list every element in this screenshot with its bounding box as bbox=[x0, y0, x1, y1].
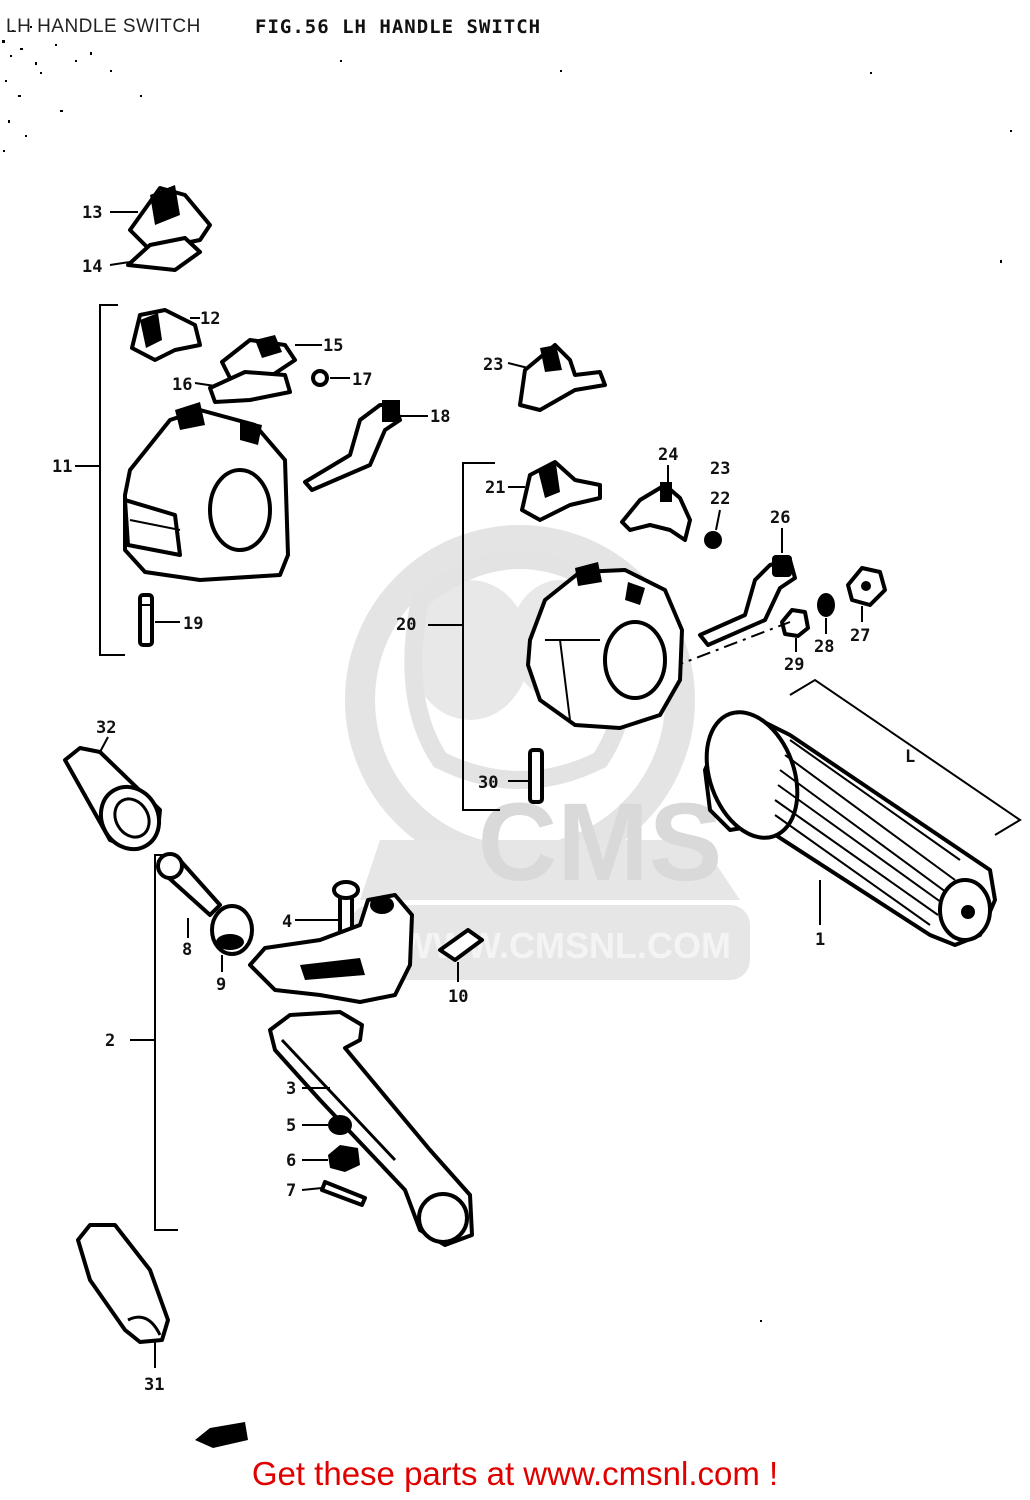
part-5-nut bbox=[328, 1115, 352, 1135]
callout-labels: 13 14 12 15 16 17 18 11 19 23 21 24 23 2… bbox=[52, 203, 870, 1395]
part-1-handlebar-grip bbox=[703, 710, 997, 947]
callout-9: 9 bbox=[216, 975, 226, 995]
callout-30: 30 bbox=[478, 773, 498, 793]
part-26-wire-lever bbox=[698, 555, 797, 647]
callout-10: 10 bbox=[448, 987, 468, 1007]
part-32-dust-boot bbox=[63, 746, 162, 852]
callout-3: 3 bbox=[286, 1079, 296, 1099]
watermark-brand: CMS bbox=[478, 781, 722, 904]
callout-12: 12 bbox=[200, 309, 220, 329]
part-13-switch-knob bbox=[128, 185, 212, 252]
callout-26: 26 bbox=[770, 508, 790, 528]
promo-footer-link[interactable]: Get these parts at www.cmsnl.com ! bbox=[251, 1455, 779, 1492]
scan-noise bbox=[2, 26, 1012, 1322]
callout-15: 15 bbox=[323, 336, 343, 356]
part-3-clutch-lever bbox=[268, 1010, 474, 1247]
part-31-lever-cover bbox=[76, 1223, 170, 1344]
part-11-switch-housing bbox=[123, 402, 290, 582]
part-lever-holder bbox=[248, 893, 414, 1004]
callout-5: 5 bbox=[286, 1116, 296, 1136]
callout-23b: 23 bbox=[710, 459, 730, 479]
callout-7: 7 bbox=[286, 1181, 296, 1201]
callout-2: 2 bbox=[105, 1031, 115, 1051]
callout-20: 20 bbox=[396, 615, 416, 635]
callout-23: 23 bbox=[483, 355, 503, 375]
part-20-switch-housing bbox=[526, 562, 684, 730]
part-22-ball bbox=[704, 531, 722, 549]
part-24-contact-plate bbox=[620, 482, 692, 542]
callout-11: 11 bbox=[52, 457, 72, 477]
callout-8: 8 bbox=[182, 940, 192, 960]
callout-18: 18 bbox=[430, 407, 450, 427]
callout-29: 29 bbox=[784, 655, 804, 675]
page-title: LH HANDLE SWITCH bbox=[6, 16, 201, 37]
part-7-screw bbox=[320, 1180, 367, 1207]
part-17-screw bbox=[311, 369, 329, 387]
part-14-switch-base bbox=[126, 236, 202, 272]
part-28-spring bbox=[817, 593, 835, 617]
part-21-switch-knob bbox=[520, 460, 602, 522]
callout-22: 22 bbox=[710, 489, 730, 509]
part-12-switch-knob bbox=[130, 308, 202, 362]
callout-6: 6 bbox=[286, 1151, 296, 1171]
callout-19: 19 bbox=[183, 614, 203, 634]
callout-27: 27 bbox=[850, 626, 870, 646]
part-30-screw bbox=[528, 748, 544, 804]
callout-14: 14 bbox=[82, 257, 102, 277]
dimension-label-l: L bbox=[905, 747, 915, 767]
callout-1: 1 bbox=[815, 930, 825, 950]
callout-21: 21 bbox=[485, 478, 505, 498]
part-10-screw bbox=[438, 928, 484, 962]
callout-17: 17 bbox=[352, 370, 372, 390]
callout-28: 28 bbox=[814, 637, 834, 657]
callout-24: 24 bbox=[658, 445, 678, 465]
part-15-switch-lever bbox=[220, 335, 297, 382]
part-29-washer bbox=[780, 608, 810, 638]
part-23-switch-knob bbox=[518, 343, 607, 412]
part-8-bolt bbox=[156, 852, 222, 917]
part-27-nut bbox=[846, 566, 887, 607]
part-16-spring bbox=[208, 370, 292, 404]
front-arrow-icon bbox=[195, 1422, 248, 1448]
part-9-spacer bbox=[210, 904, 254, 956]
figure-caption: FIG.56 LH HANDLE SWITCH bbox=[255, 16, 542, 38]
callout-31: 31 bbox=[144, 1375, 164, 1395]
part-18-wire-lever bbox=[303, 400, 402, 492]
part-6-nut bbox=[328, 1145, 360, 1172]
part-19-screw bbox=[138, 593, 154, 647]
callout-13: 13 bbox=[82, 203, 102, 223]
callout-32: 32 bbox=[96, 718, 116, 738]
callout-4: 4 bbox=[282, 912, 292, 932]
callout-16: 16 bbox=[172, 375, 192, 395]
